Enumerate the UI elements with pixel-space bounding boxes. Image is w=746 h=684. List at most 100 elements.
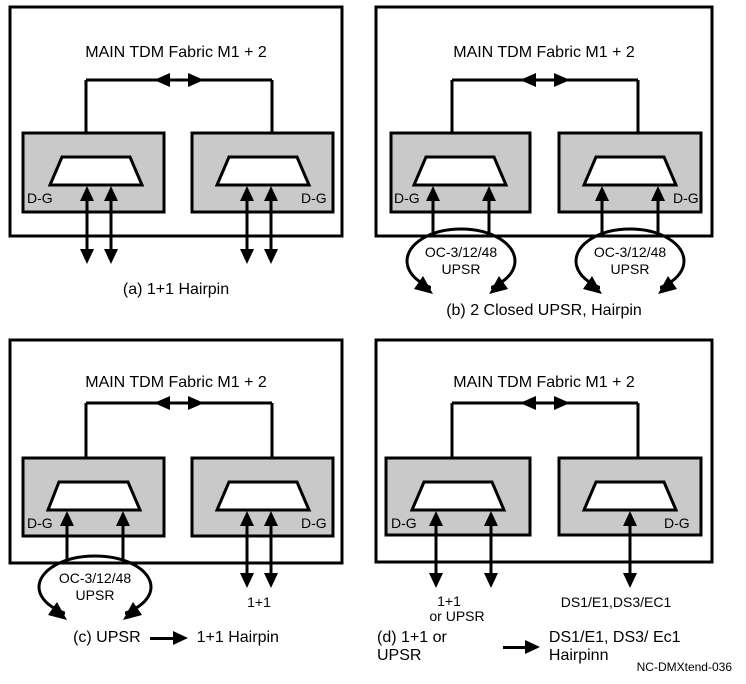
panel-b-loop-left-label-line2: UPSR [441, 261, 481, 277]
loop-gap [431, 278, 491, 296]
figure-code: NC-DMXtend-036 [636, 660, 732, 674]
panel-d-dg-label-right: D-G [664, 515, 690, 531]
right-arrow-icon [149, 631, 188, 645]
shelf-right [190, 131, 335, 214]
loop-arrowhead-right [123, 602, 142, 620]
arrow-head-up [595, 186, 609, 201]
arrow-head-up [482, 186, 496, 201]
mux-trapezoid-left [47, 155, 145, 187]
arrow-head-down [264, 249, 278, 264]
link-arrowhead-left [154, 73, 170, 87]
arrow-head-down [264, 573, 278, 588]
link-arrowhead-right [188, 73, 204, 87]
arrow-head-up [80, 186, 94, 201]
arrow-head-up [104, 186, 118, 201]
panel-c-loop-label-line1: OC-3/12/48 [58, 570, 132, 586]
mux-trapezoid-left [409, 480, 507, 512]
panel-a-dg-label-left: D-G [27, 190, 53, 206]
link-arrowhead-left [520, 73, 536, 87]
port-arrows-left [80, 186, 118, 264]
panel-d-right-port-label: DS1/E1,DS3/EC1 [560, 594, 672, 610]
loop-arrowhead-left [48, 602, 67, 620]
mux-trapezoid-right [581, 480, 679, 512]
arrow-head-down [240, 573, 254, 588]
panel-c-outer-box [8, 338, 344, 565]
mux-trapezoid-left [45, 480, 143, 512]
panel-c-dg-label-left: D-G [27, 515, 53, 531]
panel-a-caption: (a) 1+1 Hairpin [122, 281, 230, 298]
panel-c-loop-label-line2: UPSR [75, 587, 115, 603]
panel-d-left-ports-label-line2: or UPSR [429, 608, 485, 624]
arrow-head-down [429, 573, 443, 588]
arrow-head-down [104, 249, 118, 264]
panel-c-caption-suffix: 1+1 Hairpin [196, 629, 279, 646]
arrow-head-up [240, 186, 254, 201]
arrow-head-up [426, 186, 440, 201]
panel-d-dg-label-left: D-G [391, 515, 417, 531]
loop-arrowhead-right [489, 276, 508, 294]
panel-d-caption-suffix: DS1/E1, DS3/ Ec1 Hairpinn [548, 629, 681, 664]
panel-a [8, 5, 344, 264]
loop-gap [65, 604, 125, 622]
panel-b-outer-box [374, 5, 714, 238]
mux-trapezoid-right [214, 155, 312, 187]
port-arrow-right [623, 511, 637, 588]
panel-d-caption-prefix: (d) 1+1 or UPSR [377, 629, 447, 664]
panel-c-caption-prefix: (c) UPSR [73, 629, 141, 646]
mux-trapezoid-right [581, 155, 679, 187]
arrow-head-up [60, 511, 74, 526]
arrow-head-up [429, 511, 443, 526]
panel-d-outer-box [374, 338, 714, 564]
loop-arrowhead-right [658, 276, 677, 294]
port-arrows-left [429, 511, 498, 588]
mux-trapezoid-right [214, 480, 312, 512]
panel-b-dg-label-left: D-G [394, 190, 420, 206]
upsr-loop-left [37, 511, 153, 622]
arrow-head-up [264, 511, 278, 526]
arrow-head-up [264, 186, 278, 201]
panel-a-dg-label-right: D-G [301, 190, 327, 206]
loop-arrowhead-left [583, 276, 602, 294]
panel-b-loop-right-label-line1: OC-3/12/48 [593, 244, 667, 260]
arrow-head-down [484, 573, 498, 588]
link-arrowhead-right [554, 73, 570, 87]
loop-gap [600, 278, 660, 296]
panel-a-outer-box [8, 5, 344, 238]
panel-d-left-ports-label-line1: 1+1 [437, 593, 461, 609]
panel-c [8, 338, 344, 622]
panel-b [374, 5, 714, 296]
loop-arrowhead-left [414, 276, 433, 294]
arrow-head-up [623, 511, 637, 526]
panel-c-caption: (c) UPSR 1+1 Hairpin [10, 629, 342, 647]
panel-b-caption: (b) 2 Closed UPSR, Hairpin [446, 302, 642, 319]
link-arrowhead-left [154, 396, 170, 410]
panel-b-loop-right-label-line2: UPSR [610, 261, 650, 277]
upsr-loop-right [574, 186, 686, 296]
arrow-head-up [116, 511, 130, 526]
panel-d-fabric-title: MAIN TDM Fabric M1 + 2 [453, 374, 635, 391]
link-arrowhead-left [520, 396, 536, 410]
link-arrowhead-right [554, 396, 570, 410]
arrow-head-down [240, 249, 254, 264]
panel-d-caption: (d) 1+1 or UPSR DS1/E1, DS3/ Ec1 Hairpin… [377, 629, 741, 665]
upsr-loop-left [405, 186, 517, 296]
panel-c-right-ports-label: 1+1 [247, 594, 271, 610]
link-arrowhead-right [188, 396, 204, 410]
arrow-head-up [240, 511, 254, 526]
arrow-head-down [623, 573, 637, 588]
panel-b-dg-label-right: D-G [673, 190, 699, 206]
shelf-left [389, 131, 532, 214]
panel-a-fabric-title: MAIN TDM Fabric M1 + 2 [85, 44, 267, 61]
panel-b-loop-left-label-line1: OC-3/12/48 [424, 244, 498, 260]
arrow-head-up [651, 186, 665, 201]
arrow-head-up [484, 511, 498, 526]
arrow-head-down [80, 249, 94, 264]
panel-d [374, 338, 714, 588]
right-arrow-icon [502, 640, 540, 654]
port-arrows-right [240, 511, 278, 588]
panel-c-dg-label-right: D-G [301, 515, 327, 531]
port-arrows-right [240, 186, 278, 264]
panel-b-fabric-title: MAIN TDM Fabric M1 + 2 [453, 44, 635, 61]
